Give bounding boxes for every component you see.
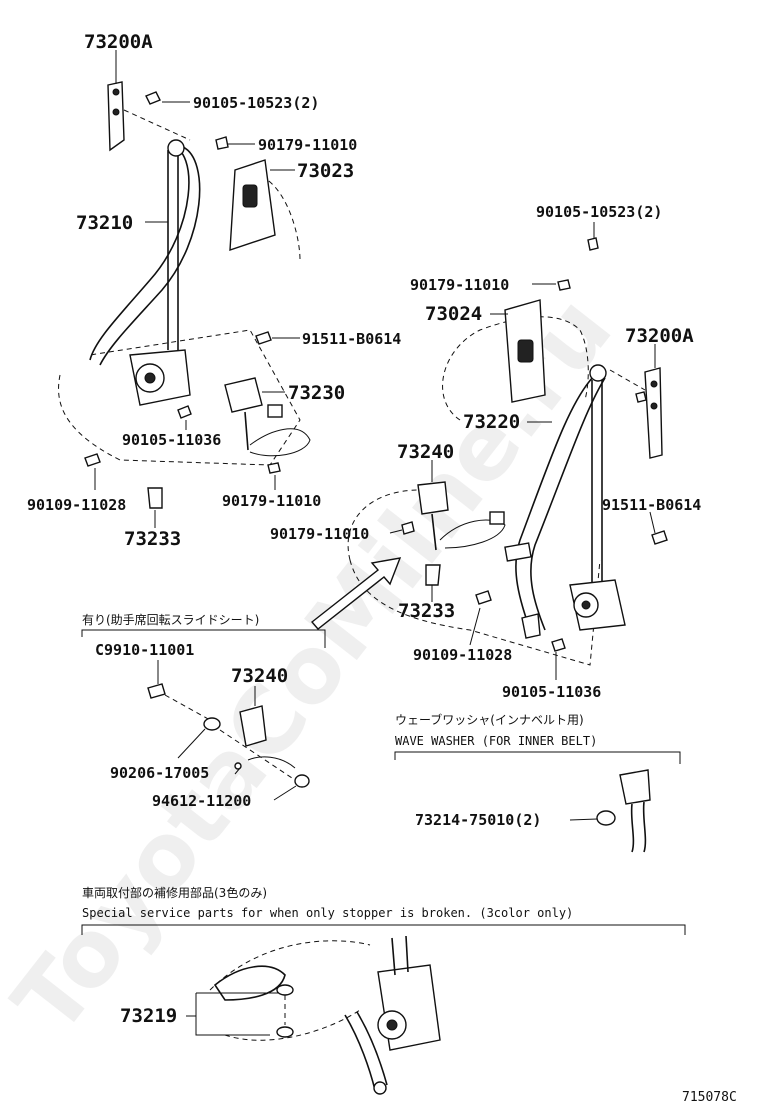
upper-anchor-left-shape	[107, 81, 125, 152]
leader-lines-right	[389, 222, 656, 680]
label-94612-11200: 94612-11200	[152, 792, 251, 810]
service-parts-detail	[81, 924, 686, 1095]
label-90179-11010-right: 90179-11010	[410, 276, 509, 294]
bolt-c9910	[147, 683, 166, 699]
label-73233-right: 73233	[398, 600, 455, 622]
label-73024: 73024	[425, 303, 482, 325]
label-91511-B0614-right: 91511-B0614	[602, 496, 701, 514]
cover-73233-left	[147, 487, 163, 509]
note-inset-jp: 有り(助手席回転スライドシート)	[82, 612, 259, 627]
wave-washer-detail	[394, 751, 681, 853]
label-73023: 73023	[297, 160, 354, 182]
notes: 有り(助手席回転スライドシート) ウェーブワッシャ(インナベルト用) WAVE …	[82, 612, 737, 1105]
label-73240-inset: 73240	[231, 665, 288, 687]
label-90105-11036-right: 90105-11036	[502, 683, 601, 701]
right-belt-assembly	[347, 237, 668, 666]
left-belt-assembly	[58, 81, 311, 509]
wave-washer-shape	[596, 810, 616, 826]
label-90109-11028-left: 90109-11028	[27, 496, 126, 514]
label-90179-11010-top: 90179-11010	[258, 136, 357, 154]
label-73220: 73220	[463, 411, 520, 433]
leader-lines-inset	[157, 660, 297, 801]
stopper-plate	[213, 965, 286, 1001]
label-73200A-right: 73200A	[625, 325, 694, 347]
buckle-73240-right	[417, 481, 449, 515]
direction-arrow	[310, 557, 402, 630]
label-90109-11028-right: 90109-11028	[413, 646, 512, 664]
label-73210: 73210	[76, 212, 133, 234]
inset-swivel-seat	[81, 629, 326, 788]
figure-code: 715078C	[682, 1090, 737, 1105]
label-73219: 73219	[120, 1005, 177, 1027]
label-73240-right: 73240	[397, 441, 454, 463]
label-90179-11010-mid: 90179-11010	[270, 525, 369, 543]
note-service-en: Special service parts for when only stop…	[82, 906, 573, 920]
label-73214-75010: 73214-75010(2)	[415, 811, 541, 829]
buckle-73240-inset	[239, 705, 267, 747]
label-90105-10523-left: 90105-10523(2)	[193, 94, 319, 112]
label-90105-11036-left: 90105-11036	[122, 431, 221, 449]
bolt-shape	[145, 91, 161, 105]
label-73230: 73230	[288, 382, 345, 404]
label-90206-17005: 90206-17005	[110, 764, 209, 782]
belt-webbing-left	[89, 144, 190, 361]
label-73233-left: 73233	[124, 528, 181, 550]
washer-90206	[203, 717, 221, 731]
note-service-jp: 車両取付部の補修用部品(3色のみ)	[82, 885, 267, 900]
stopper-button-top	[276, 984, 294, 996]
buckle-wave-washer	[619, 769, 651, 805]
washer-94612	[294, 774, 310, 788]
buckle-73230	[224, 377, 263, 413]
part-labels: 73200A 90105-10523(2) 90179-11010 73023 …	[27, 31, 701, 1027]
label-C9910-11001: C9910-11001	[95, 641, 194, 659]
upper-anchor-right-shape	[644, 367, 663, 459]
label-90179-11010-lowleft: 90179-11010	[222, 492, 321, 510]
leader-lines-left	[94, 50, 300, 528]
label-90105-10523-right: 90105-10523(2)	[536, 203, 662, 221]
belt-webbing-right	[515, 374, 596, 631]
note-washer-jp: ウェーブワッシャ(インナベルト用)	[395, 712, 584, 727]
label-73200A-left: 73200A	[84, 31, 153, 53]
label-91511-B0614-left: 91511-B0614	[302, 330, 401, 348]
note-washer-en: WAVE WASHER (FOR INNER BELT)	[395, 734, 597, 748]
stopper-button-bottom	[276, 1026, 294, 1038]
